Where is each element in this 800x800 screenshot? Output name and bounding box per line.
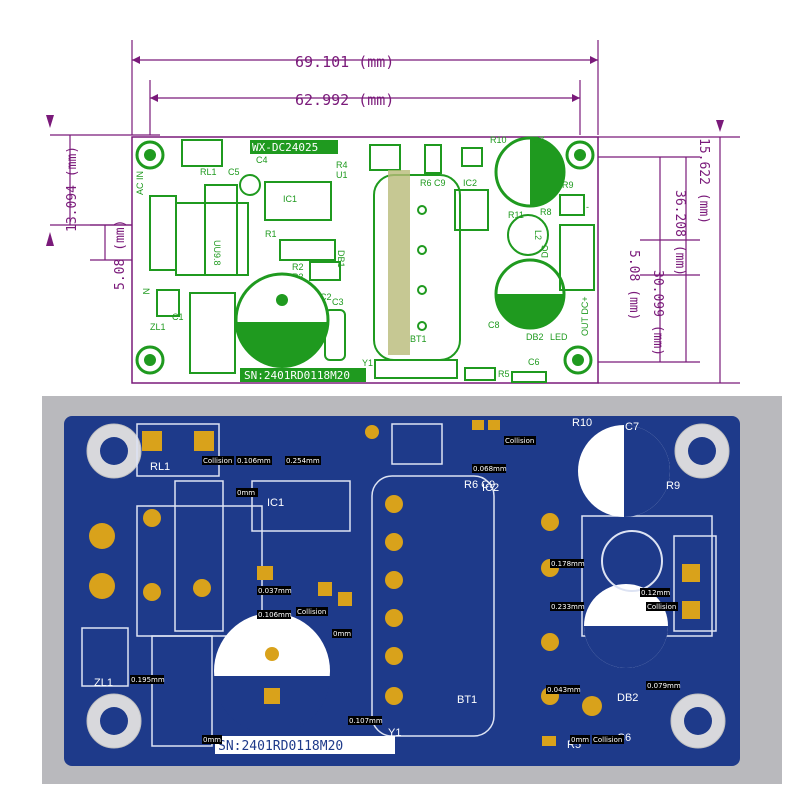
svg-text:C5: C5 [228, 167, 240, 177]
svg-text:IC1: IC1 [283, 194, 297, 204]
drc-marker: Collision [203, 457, 232, 465]
dim-width-outer: 69.101 (mm) [295, 53, 394, 71]
svg-text:R6: R6 [420, 178, 432, 188]
svg-text:N: N [141, 288, 151, 295]
svg-text:IC2: IC2 [482, 482, 499, 494]
svg-text:C3: C3 [332, 297, 344, 307]
svg-text:C7: C7 [625, 421, 639, 433]
svg-text:R10: R10 [572, 417, 592, 429]
dim-width-inner: 62.992 (mm) [295, 91, 394, 109]
drc-marker: Collision [505, 437, 534, 445]
svg-text:R8: R8 [540, 207, 552, 217]
drc-marker: 0.233mm [551, 603, 585, 611]
mounting-holes [135, 140, 595, 375]
svg-text:DC: DC [540, 245, 550, 258]
drc-marker: 0.068mm [473, 465, 507, 473]
svg-text:R4: R4 [336, 160, 348, 170]
svg-text:BT1: BT1 [410, 334, 427, 344]
svg-text:-: - [586, 202, 589, 212]
drc-marker: 0.107mm [349, 717, 383, 725]
svg-text:OUT DC+: OUT DC+ [580, 296, 590, 336]
svg-text:R6 C9: R6 C9 [464, 479, 495, 491]
svg-text:R9: R9 [562, 180, 574, 190]
drc-marker: 0mm [203, 736, 221, 744]
svg-text:R1: R1 [265, 229, 277, 239]
svg-text:BT1: BT1 [457, 694, 477, 706]
drc-marker: 0mm [571, 736, 589, 744]
svg-text:DB2: DB2 [617, 692, 638, 704]
pcb-serial-label: SN:2401RD0118M20 [218, 739, 343, 754]
svg-text:R11: R11 [508, 210, 524, 220]
drc-marker: 0.254mm [286, 457, 320, 465]
svg-text:R5: R5 [498, 369, 510, 379]
svg-text:LED: LED [550, 332, 568, 342]
svg-text:C2: C2 [320, 292, 332, 302]
svg-text:C6: C6 [528, 357, 540, 367]
dim-right-mid: 36.208 (mm) [672, 190, 687, 276]
svg-text:R2: R2 [292, 262, 304, 272]
drc-marker: 0.106mm [258, 611, 292, 619]
drc-marker: 0.043mm [547, 686, 581, 694]
svg-text:R10: R10 [490, 135, 507, 145]
svg-text:RL1: RL1 [200, 167, 217, 177]
drc-marker: 0.106mm [237, 457, 271, 465]
svg-text:Y1: Y1 [362, 358, 373, 368]
svg-text:UU9.8: UU9.8 [212, 240, 222, 266]
pcb-render: RL1 IC1 IC2 BT1 ZL1 C7 R9 DB2 C6 R5 Y1 R… [42, 396, 782, 784]
svg-text:C8: C8 [488, 320, 500, 330]
svg-text:IC2: IC2 [463, 178, 477, 188]
drc-marker: 0.037mm [258, 587, 292, 595]
svg-text:AC IN: AC IN [135, 171, 145, 195]
dim-left-pitch: 5.08 (mm) [113, 220, 128, 290]
drc-marker: 0.195mm [131, 676, 165, 684]
svg-text:DB2: DB2 [526, 332, 544, 342]
svg-text:C9: C9 [434, 178, 446, 188]
drc-marker: 0mm [333, 630, 351, 638]
drc-markers: 0.106mm 0.254mm Collision 0mm 0.068mm 0.… [130, 436, 681, 744]
dim-right-pitch: 5.08 (mm) [626, 250, 641, 320]
drc-marker: 0.178mm [551, 560, 585, 568]
dim-right-total: 15.622 (mm) [696, 138, 711, 224]
drc-marker: Collision [593, 736, 622, 744]
svg-text:C7: C7 [533, 135, 545, 145]
svg-text:L2: L2 [533, 230, 543, 240]
svg-text:DB1: DB1 [336, 250, 346, 268]
svg-text:IC1: IC1 [267, 497, 284, 509]
svg-text:U1: U1 [336, 170, 348, 180]
drc-marker: Collision [647, 603, 676, 611]
drc-marker: 0.12mm [641, 589, 670, 597]
svg-text:ZL1: ZL1 [150, 322, 166, 332]
svg-text:C1: C1 [172, 312, 184, 322]
serial-label: SN:2401RD0118M20 [244, 369, 350, 382]
dimension-drawing: 69.101 (mm) 62.992 (mm) 13.094 (mm) 5.08… [0, 0, 800, 395]
model-label: WX-DC24025 [252, 141, 318, 154]
svg-text:ZL1: ZL1 [94, 677, 113, 689]
drc-marker: 0.079mm [647, 682, 681, 690]
svg-text:C4: C4 [256, 155, 268, 165]
svg-text:RL1: RL1 [150, 461, 170, 473]
svg-text:R9: R9 [666, 480, 680, 492]
drc-marker: 0mm [237, 489, 255, 497]
dim-left-height: 13.094 (mm) [65, 146, 80, 232]
dim-right-low: 30.099 (mm) [650, 270, 665, 356]
drc-marker: Collision [297, 608, 326, 616]
